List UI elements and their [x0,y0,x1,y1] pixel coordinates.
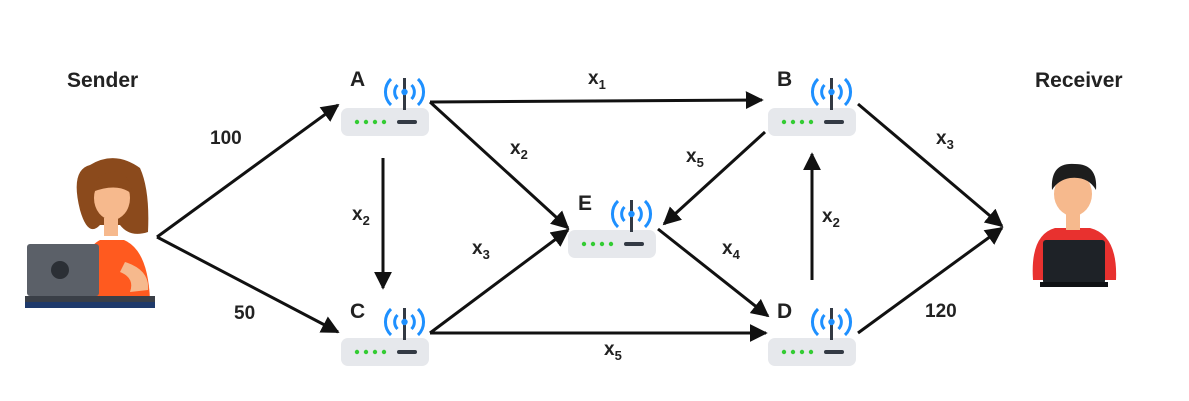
edge-label-c-e: x3 [472,238,490,262]
edge-sender-a [156,103,340,239]
edge-label-b-receiver: x3 [936,128,954,152]
node-label-b: B [777,68,792,91]
edge-label-c-d: x5 [604,339,622,363]
edge-label-b-e: x5 [686,146,704,170]
edge-label-d-receiver: 120 [925,301,957,322]
receiver-title: Receiver [1035,69,1123,92]
edges [156,91,1004,342]
edge-label-a-e: x2 [510,138,528,162]
router-a: A [339,68,431,138]
edge-b-receiver [857,102,1004,228]
edge-b-e [662,130,767,226]
node-label-a: A [350,68,365,91]
node-label-e: E [578,192,592,215]
router-c: C [339,300,431,368]
man-with-laptop-icon [1032,163,1117,287]
edge-c-e [429,228,570,335]
sender-title: Sender [67,69,138,92]
edge-label-e-d: x4 [722,238,741,262]
edge-label-sender-c: 50 [234,303,255,324]
edge-label-sender-a: 100 [210,128,242,149]
router-b: B [766,68,858,138]
node-label-c: C [350,300,365,323]
router-d: D [766,300,858,368]
router-e: E [566,192,658,260]
edge-label-a-c: x2 [352,204,370,228]
woman-with-laptop-icon [25,158,155,308]
edge-a-b [429,91,764,110]
edge-label-a-b: x1 [588,68,606,92]
edge-sender-c [156,235,340,334]
edge-e-d [657,227,770,318]
edge-label-d-b: x2 [822,206,840,230]
edge-a-e [428,100,570,230]
edge-d-receiver [857,226,1004,335]
node-label-d: D [777,300,792,323]
